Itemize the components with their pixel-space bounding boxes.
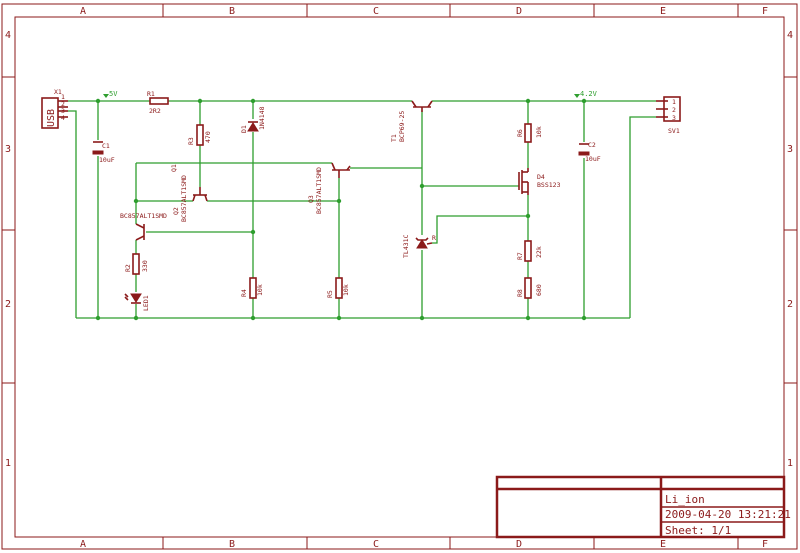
row-label-1-right: 1 [787,458,793,469]
x1-pin-3: 3 [61,107,65,115]
r6-value: 10k [535,126,543,138]
sv1-pin-3: 3 [672,114,676,122]
r7-ref: R7 [516,252,524,260]
q2-value: BC857ALT1SMD [180,175,188,222]
d4-value: BSS123 [537,181,561,189]
q3-ref: Q3 [307,195,315,203]
c2-value: 10uF [585,155,601,163]
supply-5v-label: 5V [109,90,118,98]
col-label-b: B [229,6,235,17]
title-block-datetime: 2009-04-20 13:21:21 [665,508,791,521]
r8-ref: R8 [516,289,524,297]
col-label-e-bottom: E [660,539,666,550]
led1-ref: LED1 [142,295,150,311]
junctions [95,98,587,321]
col-label-a: A [80,6,86,17]
row-label-2: 2 [5,299,11,310]
tl431c-pin-r: R [432,234,436,242]
r5-ref: R5 [326,290,334,298]
row-label-3: 3 [5,144,11,155]
col-label-f-bottom: F [762,539,768,550]
col-label-e: E [660,6,666,17]
c2-ref: C2 [588,141,596,149]
t1-value: BCP69-25 [398,111,406,142]
row-label-1: 1 [5,458,11,469]
resistor-r4[interactable]: R4 10k [240,277,264,299]
tl431c-ref: TL431C [402,234,410,258]
shunt-regulator-tl431c[interactable]: TL431C R [402,234,436,258]
capacitor-c2[interactable]: C2 10uF [578,141,601,163]
resistor-r1[interactable]: R1 2R2 [147,90,169,115]
resistor-r8[interactable]: R8 680 [516,277,543,299]
d1-value: 1N4148 [258,106,266,130]
sv1-ref: SV1 [668,127,680,135]
q2-ref: Q2 [172,207,180,215]
col-label-c: C [373,6,379,17]
t1-ref: T1 [390,134,398,142]
r4-ref: R4 [240,289,248,297]
title-block-sheet: Sheet: 1/1 [665,524,731,537]
col-label-f: F [762,6,768,17]
r6-ref: R6 [516,129,524,137]
r4-value: 10k [256,284,264,296]
x1-pin-4: 4 [61,114,65,122]
r2-value: 330 [141,260,149,272]
transistor-q1[interactable]: Q1 BC857ALT1SMD [120,164,178,241]
transistor-q2[interactable]: Q2 BC857ALT1SMD [172,175,208,222]
transistor-q3[interactable]: Q3 BC857ALT1SMD [307,162,351,214]
resistor-r6[interactable]: R6 10k [516,123,543,143]
d1-ref: D1 [240,125,248,133]
title-block-title: Li_ion [665,493,705,506]
r3-ref: R3 [187,137,195,145]
r1-value: 2R2 [149,107,161,115]
row-label-3-right: 3 [787,144,793,155]
usb-connector-x1[interactable]: X1 USB 1 2 3 4 [41,88,68,129]
col-label-d-bottom: D [516,539,522,550]
r8-value: 680 [535,284,543,296]
diode-d1[interactable]: D1 1N4148 [240,106,266,133]
title-block: Li_ion 2009-04-20 13:21:21 Sheet: 1/1 [495,475,791,539]
wires [68,100,656,319]
r2-ref: R2 [124,264,132,272]
x1-label: USB [46,109,57,127]
q1-ref: Q1 [170,164,178,172]
col-label-a-bottom: A [80,539,86,550]
q3-value: BC857ALT1SMD [315,167,323,214]
r1-ref: R1 [147,90,155,98]
resistor-r2[interactable]: R2 330 [124,253,149,275]
connector-sv1[interactable]: SV1 1 2 3 [656,96,681,135]
resistor-r7[interactable]: R7 22k [516,240,543,262]
supply-5v: 5V [103,90,118,98]
row-label-4: 4 [5,30,11,41]
col-label-b-bottom: B [229,539,235,550]
row-label-4-right: 4 [787,30,793,41]
q1-value: BC857ALT1SMD [120,212,167,220]
resistor-r5[interactable]: R5 10k [326,277,350,299]
r3-value: 470 [204,131,212,143]
mosfet-d4[interactable]: D4 BSS123 [518,168,561,195]
x1-pin-2: 2 [61,100,65,108]
x1-ref: X1 [54,88,62,96]
col-label-c-bottom: C [373,539,379,550]
transistor-t1[interactable]: T1 BCP69-25 [390,100,433,142]
row-label-2-right: 2 [787,299,793,310]
sv1-pin-2: 2 [672,106,676,114]
resistor-r3[interactable]: R3 470 [187,124,212,146]
c1-value: 10uF [99,156,115,164]
supply-4v2-label: 4.2V [580,90,598,98]
led-led1[interactable]: LED1 [124,293,150,311]
col-label-d: D [516,6,522,17]
supply-4v2: 4.2V [574,90,598,98]
c1-ref: C1 [102,142,110,150]
d4-ref: D4 [537,173,545,181]
capacitor-c1[interactable]: C1 10uF [92,141,115,164]
r7-value: 22k [535,246,543,258]
r5-value: 10k [342,284,350,296]
sv1-pin-1: 1 [672,98,676,106]
drawing-frame: A B C D E F A B C D E F 4 3 2 1 4 3 2 1 [1,3,798,550]
x1-pin-1: 1 [61,93,65,101]
